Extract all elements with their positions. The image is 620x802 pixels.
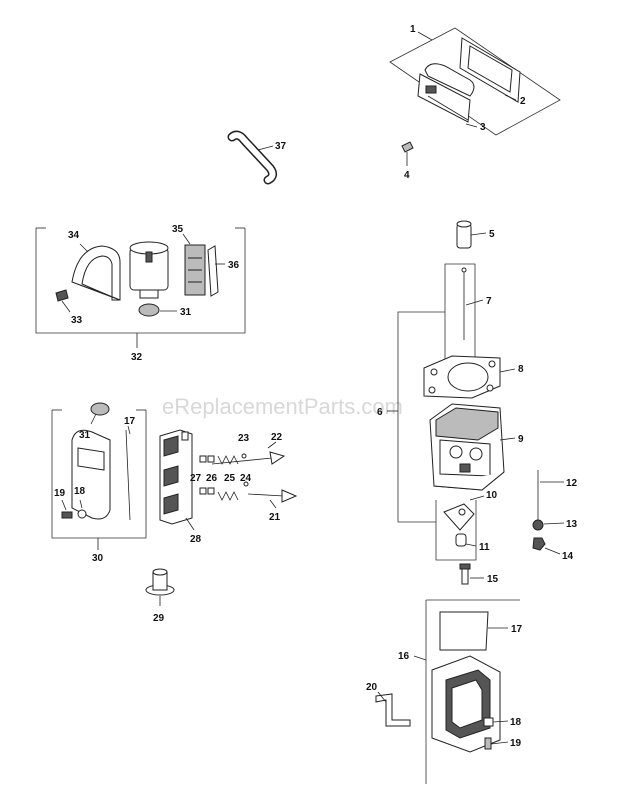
callout-31-oil: 31 [79, 430, 91, 441]
callout-34: 34 [68, 230, 80, 241]
callout-36: 36 [228, 260, 240, 271]
callout-17-cover: 17 [511, 624, 523, 635]
cover-gasket-strip [125, 429, 131, 521]
callout-27: 27 [190, 473, 202, 484]
cover-gasket [439, 611, 489, 651]
rocker-pivot [455, 533, 467, 547]
cover-washer [77, 509, 87, 519]
callout-35: 35 [172, 224, 184, 235]
callout-2: 2 [520, 96, 526, 107]
cover-screw [484, 737, 492, 750]
callout-1: 1 [410, 24, 416, 35]
cover-nut [483, 717, 494, 727]
callout-32: 32 [131, 352, 143, 363]
callout-11: 11 [479, 542, 490, 553]
callout-8: 8 [518, 364, 524, 375]
callout-10: 10 [486, 490, 498, 501]
callout-29: 29 [153, 613, 165, 624]
breather-hose [227, 130, 278, 185]
breather-clamp [71, 245, 121, 301]
callout-16: 16 [398, 651, 410, 662]
rocker-bridge [443, 503, 475, 531]
valve-springs [199, 453, 249, 501]
callout-31-breather: 31 [180, 307, 192, 318]
rocker-nut [532, 519, 544, 531]
callout-14: 14 [562, 551, 574, 562]
callout-23: 23 [238, 433, 250, 444]
breather-gasket [207, 245, 219, 297]
mounting-bracket [375, 693, 411, 727]
cover-screw-left [61, 511, 73, 519]
callout-13: 13 [566, 519, 578, 530]
callout-19-screw: 19 [54, 488, 66, 499]
callout-labels: 1 2 3 4 37 34 35 36 33 31 32 5 7 8 6 9 1… [54, 24, 578, 749]
callout-19-cover: 19 [510, 738, 522, 749]
oil-fill-cap [90, 402, 110, 416]
callout-26: 26 [206, 473, 218, 484]
callout-18-cover: 18 [510, 717, 522, 728]
head-gasket [423, 355, 501, 399]
intake-valve [211, 451, 286, 465]
callout-18-washer: 18 [74, 486, 86, 497]
grommet [401, 141, 414, 153]
push-rod-tube [456, 220, 472, 249]
callout-12: 12 [566, 478, 578, 489]
callout-17-gasket: 17 [124, 416, 136, 427]
callout-9: 9 [518, 434, 524, 445]
breather-seal [138, 303, 160, 317]
callout-20: 20 [366, 682, 378, 693]
callout-24: 24 [240, 473, 252, 484]
callout-30: 30 [92, 553, 104, 564]
callout-33: 33 [71, 315, 83, 326]
callout-22: 22 [271, 432, 283, 443]
crankcase-cover [71, 429, 111, 520]
callout-15: 15 [487, 574, 499, 585]
breather-screw [55, 289, 69, 302]
exhaust-valve [247, 489, 298, 503]
callout-3: 3 [480, 122, 486, 133]
callout-4: 4 [404, 170, 410, 181]
rocker-stud [459, 563, 471, 585]
callout-28: 28 [190, 534, 202, 545]
breather-tube [145, 568, 175, 596]
rocker-jam-nut [532, 537, 546, 551]
callout-6: 6 [377, 407, 383, 418]
watermark: eReplacementParts.com [162, 394, 403, 419]
callout-25: 25 [224, 473, 236, 484]
callout-21: 21 [269, 512, 281, 523]
cylinder-head [429, 403, 505, 491]
callout-7: 7 [486, 296, 492, 307]
valve-cover [431, 655, 501, 753]
valve-cover-group [389, 27, 561, 136]
valve-guide-block [159, 429, 193, 525]
callout-5: 5 [489, 229, 495, 240]
callout-37: 37 [275, 141, 287, 152]
